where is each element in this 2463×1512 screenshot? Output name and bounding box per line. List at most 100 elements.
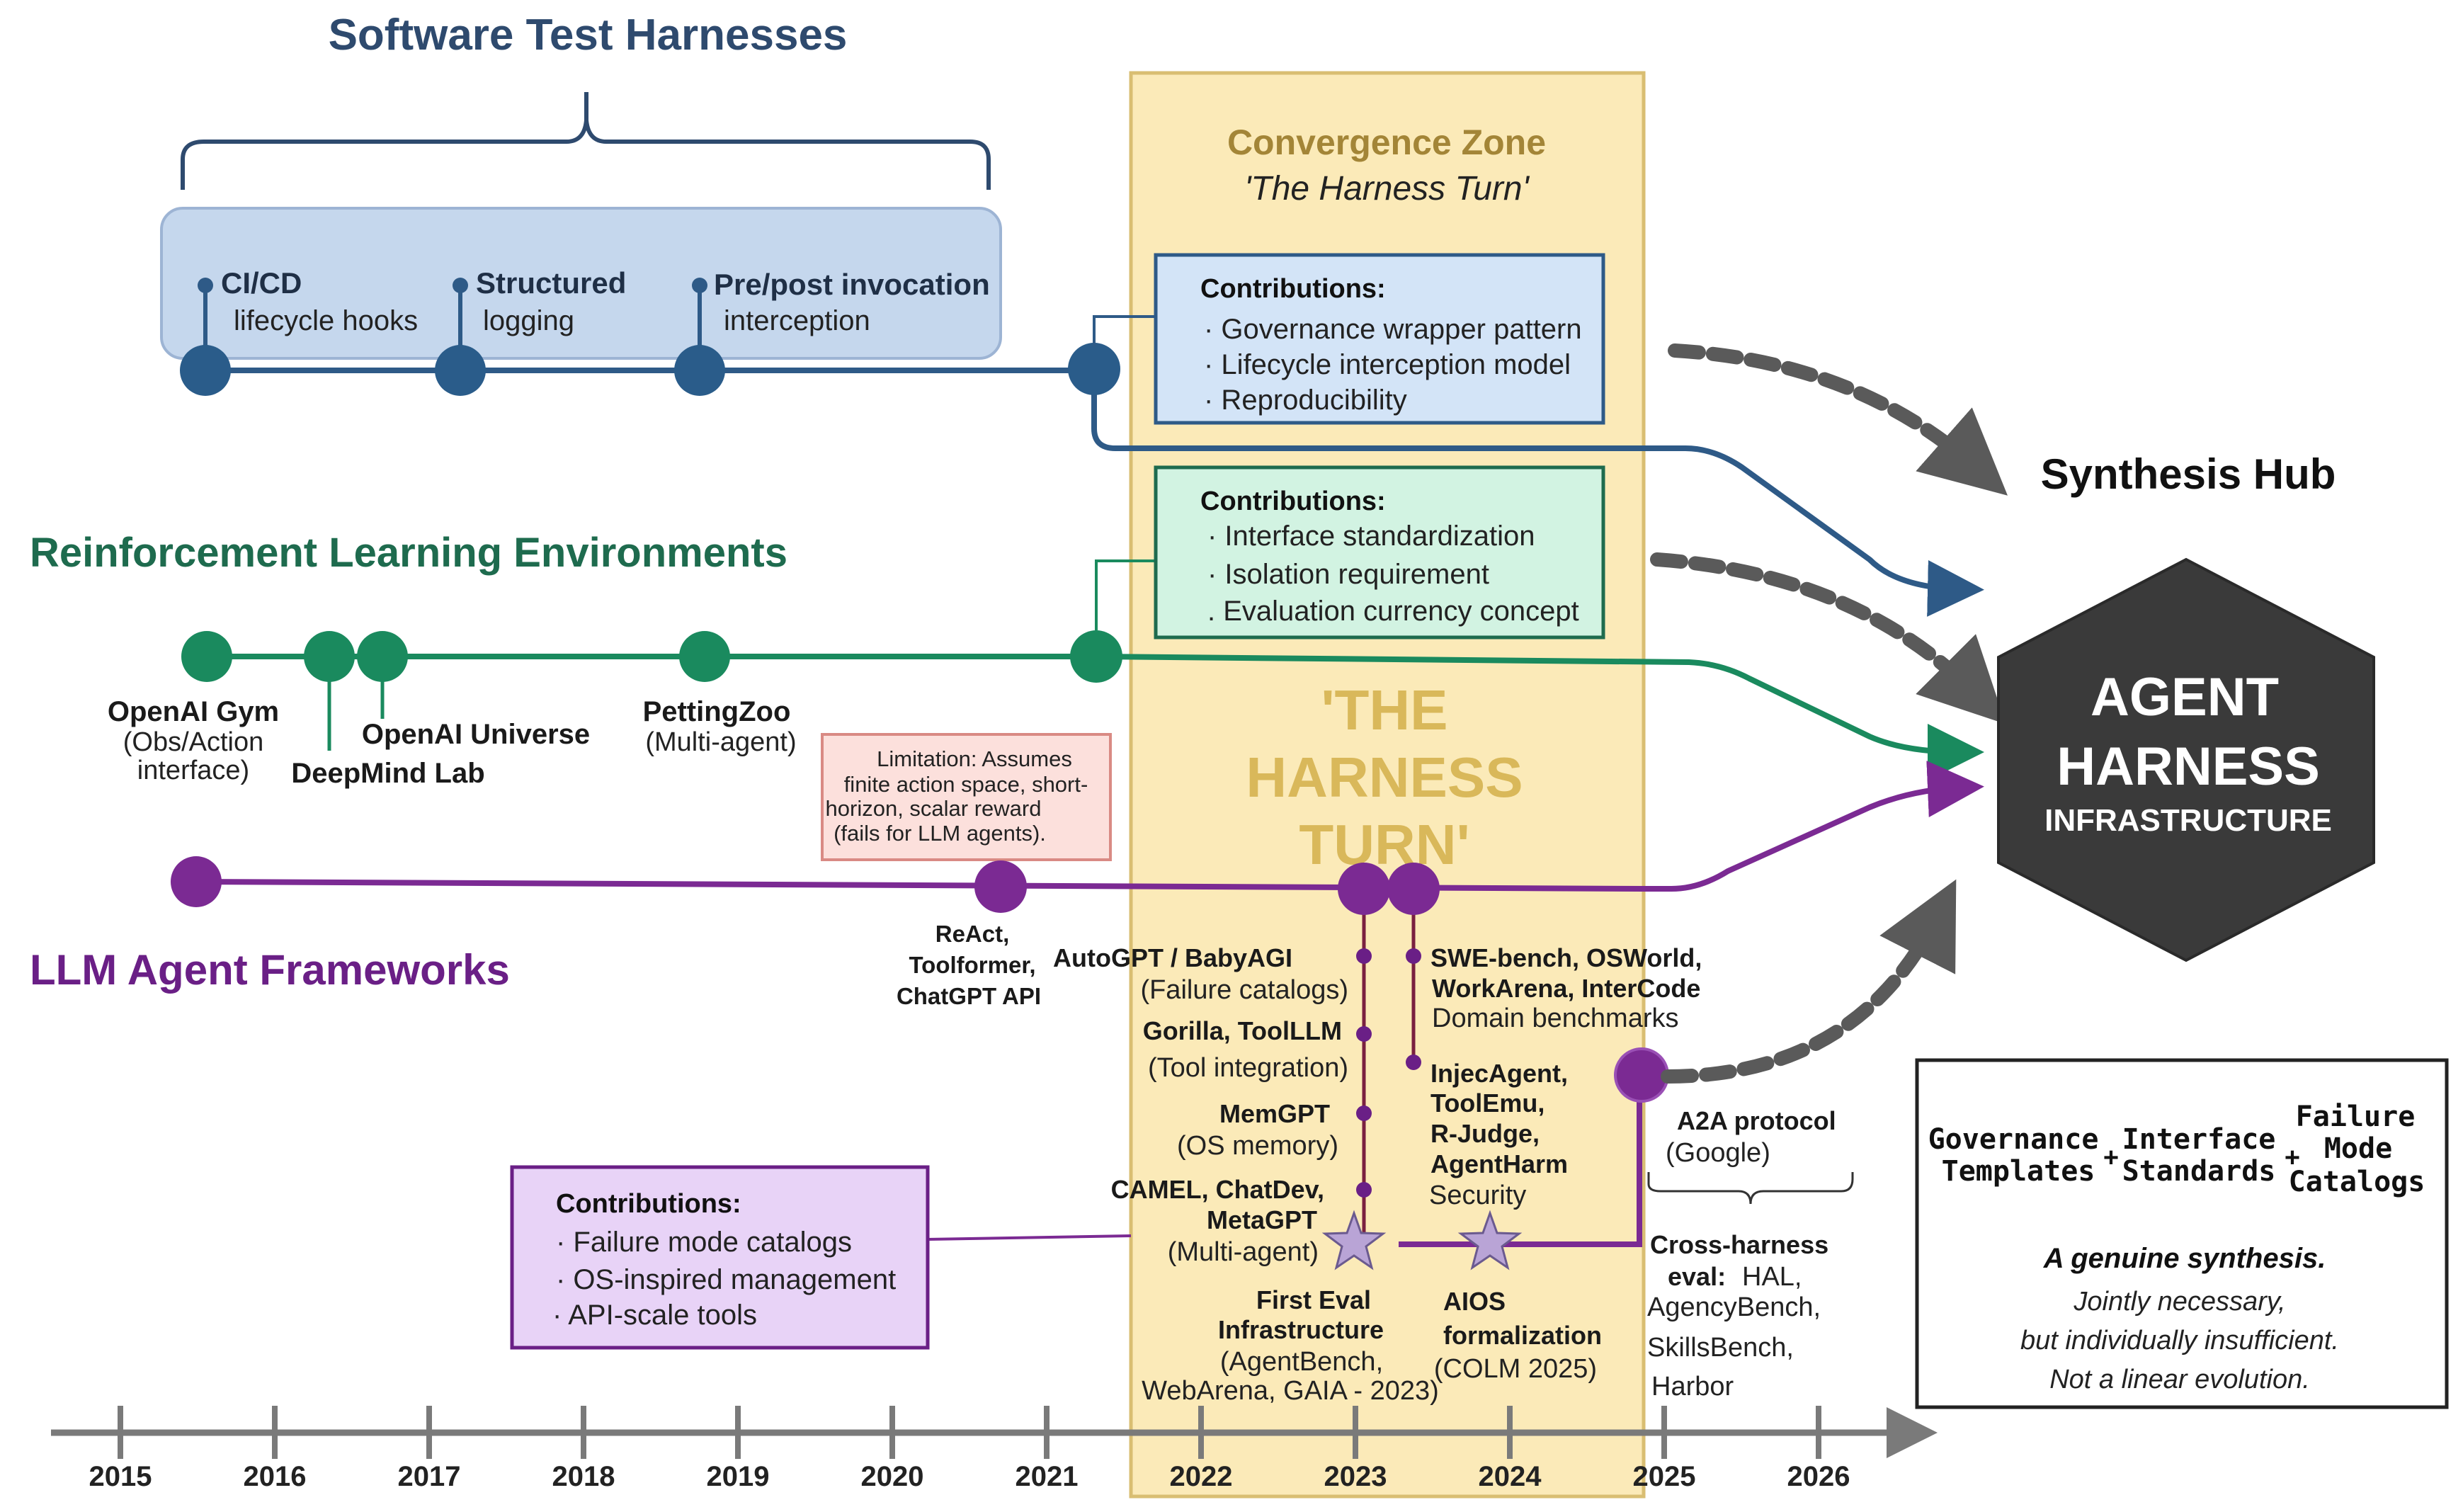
axis-year-label: 2019 bbox=[707, 1461, 770, 1492]
software-node-cicd: CI/CD lifecycle hooks bbox=[180, 266, 418, 396]
rl-flow-arrow bbox=[1096, 654, 1984, 780]
llm-security-line-2: ToolEmu, bbox=[1430, 1088, 1545, 1118]
node-cicd-subtitle: lifecycle hooks bbox=[234, 305, 418, 336]
harness-turn-big-1: 'THE bbox=[1321, 678, 1447, 741]
llm-gorilla-sub: (Tool integration) bbox=[1148, 1053, 1348, 1083]
rl-contrib-heading: Contributions: bbox=[1200, 487, 1386, 516]
llm-left-dot-2 bbox=[1356, 1026, 1372, 1042]
harness-turn-big-2: HARNESS bbox=[1246, 746, 1523, 809]
llm-node-react bbox=[974, 860, 1027, 913]
a2a-title: A2A protocol bbox=[1677, 1106, 1836, 1135]
synthesis-col2-line2: Standards bbox=[2122, 1155, 2276, 1188]
synthesis-headline: A genuine synthesis. bbox=[2043, 1243, 2326, 1274]
rl-universe-label: OpenAI Universe bbox=[362, 719, 590, 750]
cross-harness-hal: HAL, bbox=[1742, 1262, 1802, 1292]
synthesis-plus-1: + bbox=[2103, 1143, 2119, 1173]
llm-memgpt-title: MemGPT bbox=[1219, 1099, 1330, 1128]
axis-year-label: 2016 bbox=[244, 1461, 307, 1492]
rl-contrib-item-3: . Evaluation currency concept bbox=[1207, 596, 1579, 627]
aios-line-2: formalization bbox=[1443, 1321, 1602, 1350]
llm-security-line-4: AgentHarm bbox=[1430, 1149, 1568, 1178]
synthesis-col3-line1: Failure bbox=[2296, 1101, 2416, 1133]
node-logging-title: Structured bbox=[476, 266, 626, 300]
software-node-logging: Structured logging bbox=[435, 266, 626, 396]
software-contrib-item-1: · Governance wrapper pattern bbox=[1204, 314, 1582, 345]
cross-harness-title-1: Cross-harness bbox=[1650, 1230, 1828, 1259]
llm-benchmarks-line-1: SWE-bench, OSWorld, bbox=[1430, 943, 1702, 972]
rl-deepmind-label: DeepMind Lab bbox=[291, 758, 484, 789]
dashed-arrow-rl bbox=[1650, 552, 2006, 724]
agent-harness-hexagon bbox=[1997, 557, 2375, 962]
llm-camel-title: CAMEL, ChatDev, bbox=[1111, 1175, 1324, 1204]
axis-year-label: 2026 bbox=[1787, 1461, 1850, 1492]
rl-contrib-connector bbox=[1095, 559, 1156, 630]
llm-benchmarks-line-2: WorkArena, InterCode bbox=[1432, 974, 1700, 1003]
software-node-interception: Pre/post invocation interception bbox=[674, 268, 990, 396]
rl-node-gym bbox=[181, 631, 232, 682]
llm-security-sub: Security bbox=[1429, 1181, 1526, 1210]
axis-year-label: 2015 bbox=[89, 1461, 152, 1492]
axis-year-label: 2022 bbox=[1170, 1461, 1233, 1492]
cross-harness-harbor: Harbor bbox=[1651, 1372, 1734, 1402]
llm-camel-title2: MetaGPT bbox=[1207, 1205, 1317, 1234]
cross-harness-skillsbench: SkillsBench, bbox=[1647, 1333, 1794, 1363]
rl-pettingzoo-label: PettingZoo bbox=[643, 696, 791, 727]
node-interception-subtitle: interception bbox=[724, 305, 870, 336]
software-title: Software Test Harnesses bbox=[329, 11, 848, 59]
llm-flow-arrow bbox=[1643, 761, 1984, 892]
synthesis-col1-line2: Templates bbox=[1942, 1155, 2095, 1188]
llm-contrib-heading: Contributions: bbox=[556, 1189, 741, 1219]
first-eval-sub-2: WebArena, GAIA - 2023) bbox=[1142, 1376, 1439, 1406]
software-brace bbox=[181, 92, 991, 190]
first-eval-line-1: First Eval bbox=[1256, 1285, 1371, 1314]
limitation-line-1: Limitation: Assumes bbox=[877, 746, 1072, 771]
llm-a2a-node bbox=[1614, 1047, 1669, 1103]
software-contributions-box bbox=[1154, 253, 1605, 425]
cross-harness-title-2: eval: bbox=[1668, 1262, 1726, 1291]
llm-benchmarks-sub: Domain benchmarks bbox=[1432, 1004, 1678, 1033]
rl-node-deepmind bbox=[304, 631, 355, 682]
zone-title: Convergence Zone bbox=[1227, 123, 1546, 162]
software-contrib-heading: Contributions: bbox=[1200, 274, 1386, 304]
synthesis-col3-line3: Catalogs bbox=[2289, 1166, 2425, 1198]
synthesis-body-2: but individually insufficient. bbox=[2020, 1326, 2339, 1355]
axis-year-label: 2024 bbox=[1479, 1461, 1542, 1492]
dashed-arrow-software bbox=[1668, 343, 2008, 496]
limitation-line-4: (fails for LLM agents). bbox=[834, 821, 1046, 846]
llm-contrib-item-2: · OS-inspired management bbox=[556, 1264, 896, 1295]
node-logging-subtitle: logging bbox=[483, 305, 574, 336]
llm-react-line-2: Toolformer, bbox=[909, 952, 1035, 978]
llm-autogpt-title: AutoGPT / BabyAGI bbox=[1053, 943, 1292, 972]
synthesis-body-3: Not a linear evolution. bbox=[2049, 1365, 2310, 1394]
synthesis-plus-2: + bbox=[2285, 1143, 2300, 1173]
software-convergence-node bbox=[1068, 343, 1120, 395]
zone-subtitle: 'The Harness Turn' bbox=[1244, 170, 1530, 208]
rl-pettingzoo-sub: (Multi-agent) bbox=[645, 727, 796, 757]
llm-contrib-connector bbox=[927, 1234, 1132, 1241]
llm-left-dot-4 bbox=[1356, 1182, 1372, 1198]
harness-turn-big-3: TURN' bbox=[1299, 813, 1469, 876]
node-interception-title: Pre/post invocation bbox=[714, 268, 990, 301]
llm-right-dot-2 bbox=[1406, 1055, 1421, 1070]
software-panel bbox=[160, 207, 1002, 360]
llm-left-dot-1 bbox=[1356, 948, 1372, 964]
synthesis-col1-line1: Governance bbox=[1928, 1123, 2099, 1156]
llm-contributions-box bbox=[510, 1165, 930, 1350]
axis-year-label: 2023 bbox=[1324, 1461, 1387, 1492]
node-cicd-title: CI/CD bbox=[221, 266, 302, 300]
llm-node-start bbox=[171, 856, 222, 907]
rl-gym-sub2: interface) bbox=[137, 756, 249, 785]
rl-gym-sub1: (Obs/Action bbox=[123, 727, 264, 757]
llm-react-line-1: ReAct, bbox=[935, 921, 1010, 947]
llm-gorilla-title: Gorilla, ToolLLM bbox=[1143, 1016, 1342, 1045]
first-eval-sub-1: (AgentBench, bbox=[1220, 1347, 1383, 1377]
llm-left-dot-3 bbox=[1356, 1105, 1372, 1121]
limitation-box bbox=[821, 733, 1112, 861]
llm-react-line-3: ChatGPT API bbox=[897, 983, 1041, 1009]
rl-title: Reinforcement Learning Environments bbox=[30, 530, 787, 576]
axis-year-label: 2021 bbox=[1016, 1461, 1079, 1492]
limitation-line-3: horizon, scalar reward bbox=[826, 796, 1042, 821]
aios-sub: (COLM 2025) bbox=[1434, 1354, 1597, 1384]
synthesis-col2-line1: Interface bbox=[2122, 1123, 2276, 1156]
